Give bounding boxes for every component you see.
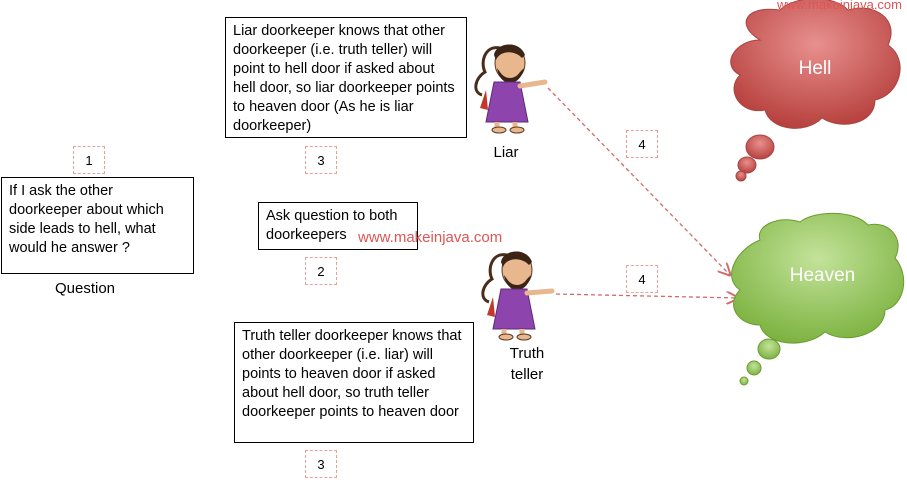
liar-to-heaven-arrow: [547, 87, 730, 275]
truth-to-heaven-arrow: [555, 294, 738, 298]
hell-cloud: [730, 0, 901, 182]
truth-teller-doorkeeper-figure: [481, 251, 555, 341]
liar-label: Liar: [493, 144, 519, 161]
step-2-marker: 2: [305, 257, 337, 285]
hell-label: Hell: [798, 58, 832, 79]
heaven-label: Heaven: [789, 265, 856, 286]
step-4-top-marker: 4: [626, 130, 658, 158]
watermark-center: www.makeinjava.com: [358, 229, 503, 246]
question-box: If I ask the other doorkeeper about whic…: [1, 177, 194, 274]
step-1-marker: 1: [73, 146, 105, 174]
watermark-top: www.makeinjava.com: [777, 0, 902, 12]
step-3-bottom-marker: 3: [305, 450, 337, 478]
ask-question-box: Ask question to both doorkeepers: [258, 202, 418, 250]
step-4-bottom-marker: 4: [626, 265, 658, 293]
liar-explanation-box: Liar doorkeeper knows that other doorkee…: [225, 17, 467, 138]
step-3-top-marker: 3: [305, 146, 337, 174]
truth-teller-explanation-box: Truth teller doorkeeper knows that other…: [234, 322, 474, 443]
heaven-cloud: [731, 212, 905, 386]
liar-doorkeeper-figure: [474, 44, 548, 134]
truth-teller-label: Truth teller: [509, 345, 545, 383]
question-label: Question: [54, 280, 116, 297]
